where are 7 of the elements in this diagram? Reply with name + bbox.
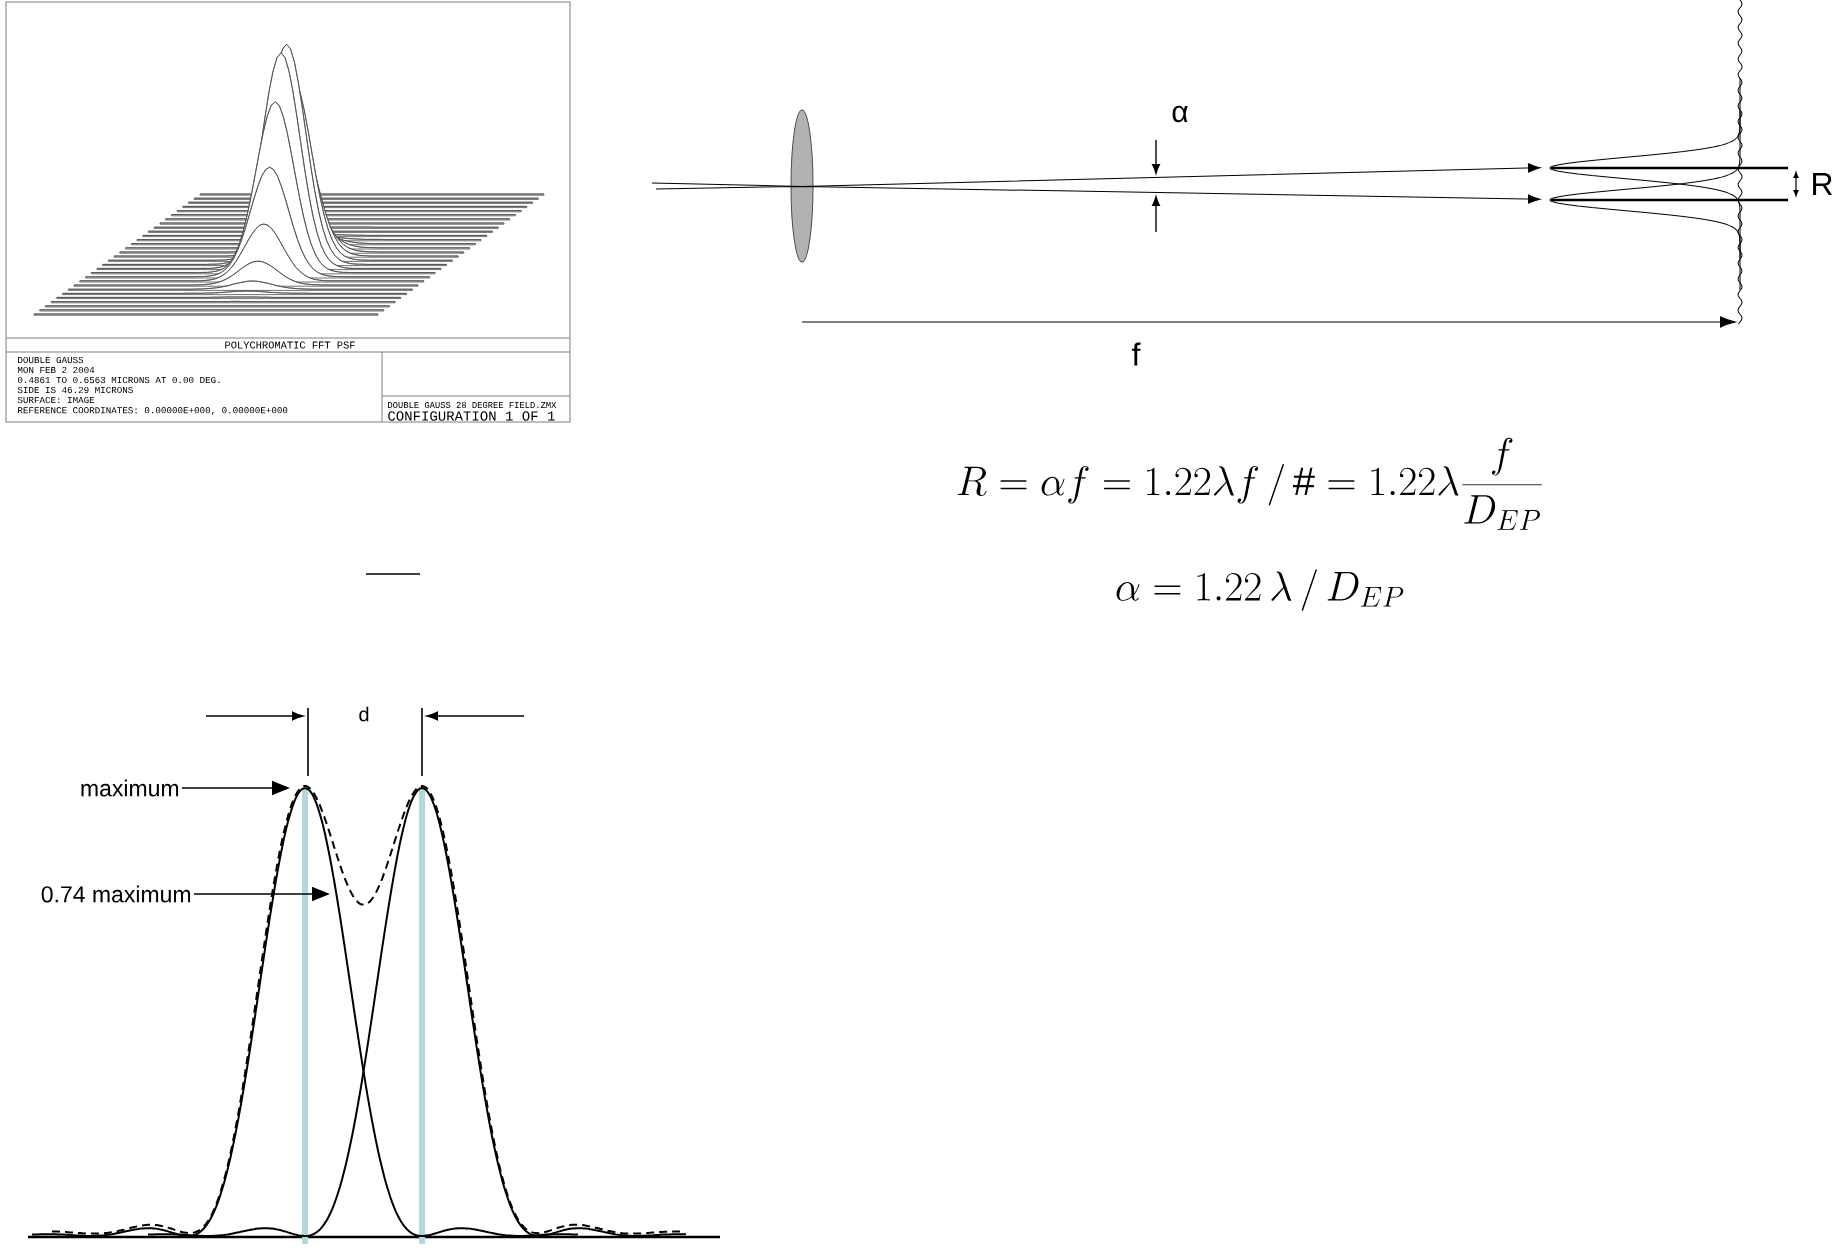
label: f <box>1132 342 1141 366</box>
label: α <box>1172 105 1188 123</box>
label: R <box>1813 173 1833 195</box>
label: d <box>359 706 369 722</box>
formula: $\alpha = 1.22\,\lambda \,/\, D_{EP}$ <box>1116 569 1404 611</box>
callout-text: maximum <box>81 779 179 797</box>
formula: $R = \alpha f = 1.22\lambda f \,/\, \# = 1.22\lambda \frac{f}{D_{EP}}$ <box>957 437 1542 530</box>
